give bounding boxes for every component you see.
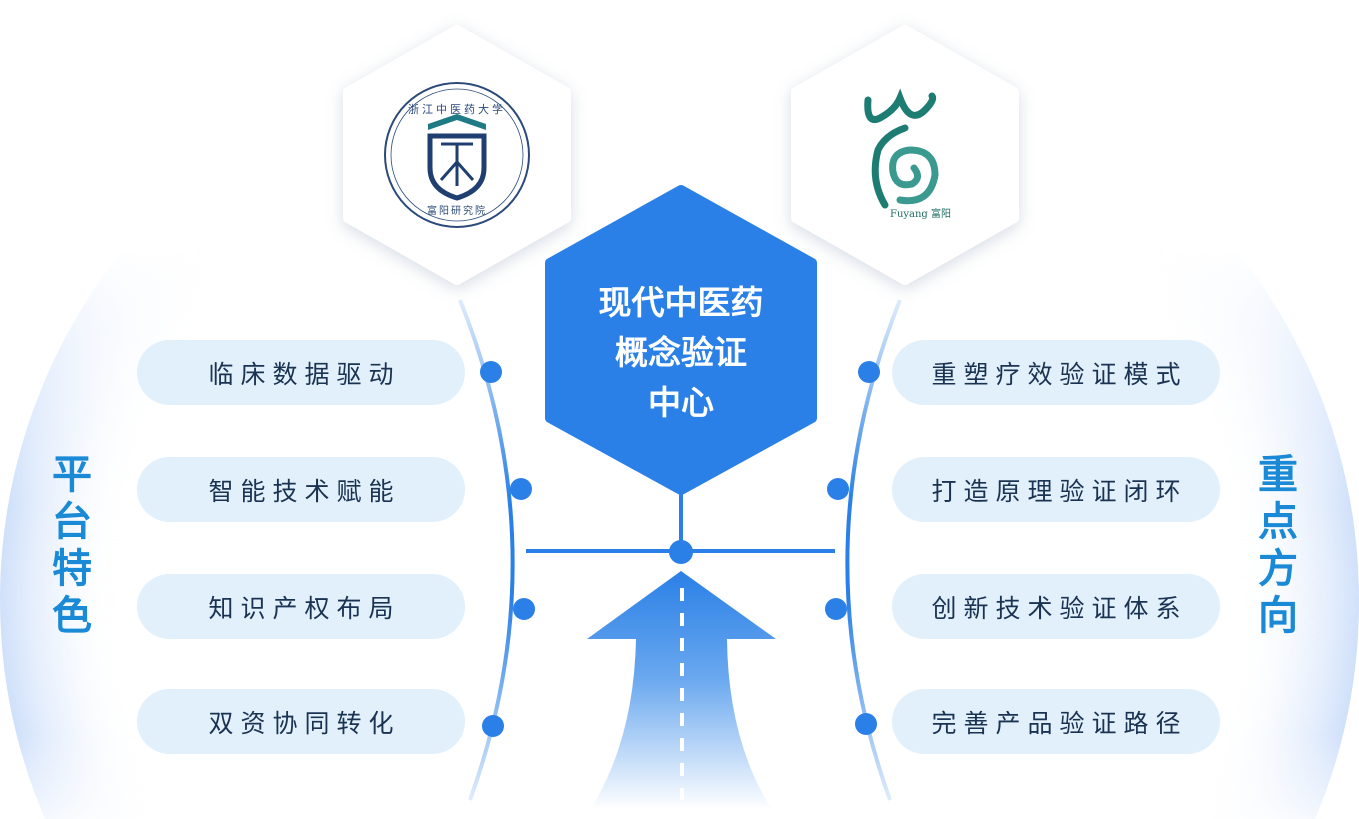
dot-left-3 xyxy=(513,598,535,620)
direction-pill-3: 创新技术验证体系 xyxy=(892,574,1220,639)
svg-text:浙江中医药大学: 浙江中医药大学 xyxy=(408,102,506,116)
feature-pill-3: 知识产权布局 xyxy=(137,574,465,639)
right-logo-hexagon xyxy=(791,25,1019,285)
center-title-line-1: 现代中医药 xyxy=(598,283,764,322)
direction-pill-1: 重塑疗效验证模式 xyxy=(892,340,1220,405)
direction-pill-2: 打造原理验证闭环 xyxy=(892,457,1220,522)
dot-right-4 xyxy=(855,713,877,735)
center-hexagon xyxy=(545,185,817,495)
fuyang-logo: Fuyang 富阳 xyxy=(864,88,951,220)
svg-text:Fuyang 富阳: Fuyang 富阳 xyxy=(890,207,951,220)
direction-label: 创新技术验证体系 xyxy=(931,593,1188,623)
connector-dots xyxy=(480,361,880,737)
dot-left-2 xyxy=(510,478,532,500)
dot-right-2 xyxy=(827,478,849,500)
dot-left-4 xyxy=(482,715,504,737)
feature-label: 智能技术赋能 xyxy=(208,476,401,506)
center-title: 现代中医药 概念验证 中心 xyxy=(546,278,816,428)
feature-pill-1: 临床数据驱动 xyxy=(137,340,465,405)
right-section-title: 重点方向 xyxy=(1258,452,1298,639)
direction-label: 打造原理验证闭环 xyxy=(931,476,1188,506)
feature-label: 知识产权布局 xyxy=(208,593,401,623)
direction-pill-4: 完善产品验证路径 xyxy=(892,689,1220,754)
dot-left-1 xyxy=(480,361,502,383)
left-section-title: 平台特色 xyxy=(52,452,92,639)
university-seal-logo: 浙江中医药大学 富阳研究院 xyxy=(384,82,530,228)
dot-center-junction xyxy=(669,540,693,564)
svg-text:富阳研究院: 富阳研究院 xyxy=(427,204,487,217)
dot-right-3 xyxy=(825,598,847,620)
center-title-line-2: 概念验证 xyxy=(615,333,747,372)
dot-right-1 xyxy=(858,361,880,383)
direction-label: 完善产品验证路径 xyxy=(931,708,1188,738)
center-title-line-3: 中心 xyxy=(648,383,714,422)
feature-label: 双资协同转化 xyxy=(208,708,401,738)
direction-label: 重塑疗效验证模式 xyxy=(931,359,1188,389)
feature-pill-2: 智能技术赋能 xyxy=(137,457,465,522)
feature-label: 临床数据驱动 xyxy=(208,359,401,389)
feature-pill-4: 双资协同转化 xyxy=(137,689,465,754)
